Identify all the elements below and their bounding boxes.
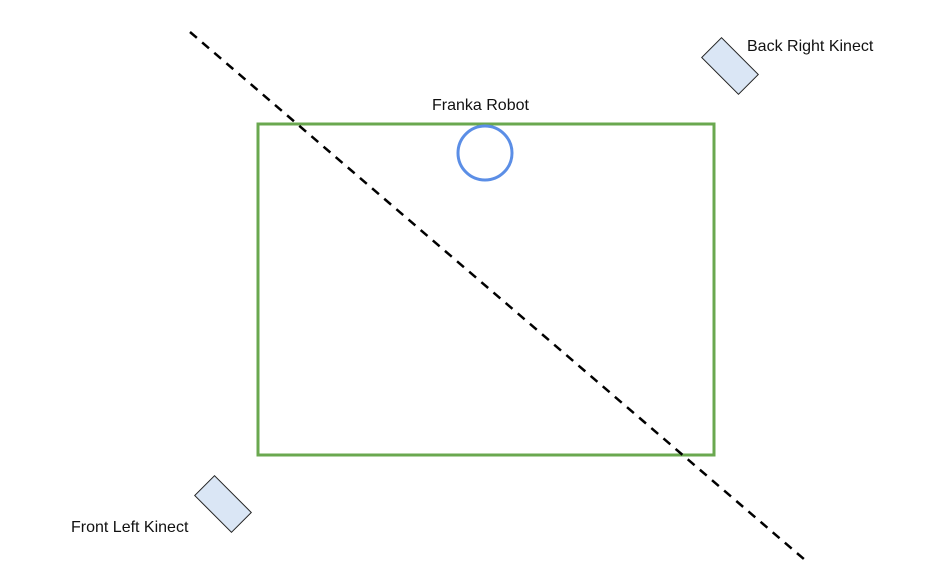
back-right-camera-label: Back Right Kinect [747, 38, 874, 55]
robot-label: Franka Robot [432, 97, 529, 114]
robot-base-circle [456, 124, 514, 182]
diagonal-divider-line [189, 31, 806, 561]
front-left-camera-label: Front Left Kinect [71, 519, 189, 536]
workspace-table [256, 122, 716, 457]
back-right-camera [701, 37, 759, 95]
front-left-camera [194, 475, 252, 533]
